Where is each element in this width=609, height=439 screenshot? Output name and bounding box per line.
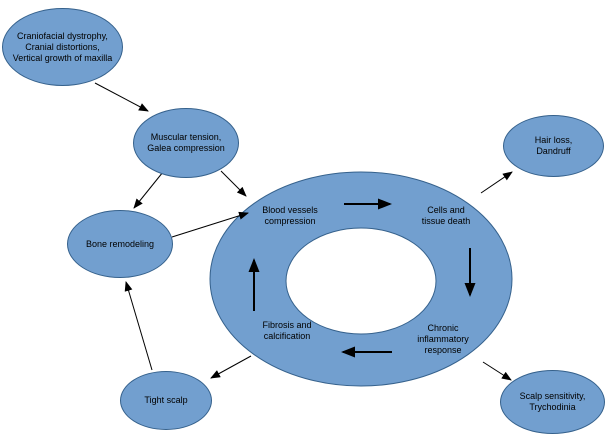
node-hair-loss: Hair loss, Dandruff	[503, 115, 604, 177]
cycle-label-chronic-inflammatory-response: Chronic inflammatory response	[393, 321, 493, 357]
node-bone-label: Bone remodeling	[85, 238, 155, 249]
node-tight-scalp: Tight scalp	[120, 371, 212, 430]
cycle-blood-label: Blood vessels compression	[262, 205, 318, 226]
node-scalp-sensitivity-label: Scalp sensitivity, Trychodinia	[519, 391, 586, 412]
cycle-label-cells-tissue-death: Cells and tissue death	[396, 204, 496, 228]
cycle-fibrosis-label: Fibrosis and calcification	[262, 320, 312, 341]
arrow-cycle-to-hair-loss	[480, 171, 513, 194]
arrow-craniofacial-to-muscular	[94, 82, 149, 112]
arrow-tight-scalp-to-bone	[124, 281, 153, 371]
arrow-bone-to-cycle	[171, 211, 249, 238]
node-tight-scalp-label: Tight scalp	[144, 395, 188, 405]
cycle-label-blood-vessels-compression: Blood vessels compression	[240, 204, 340, 228]
arrow-muscular-to-bone	[133, 171, 164, 209]
node-muscular-label: Muscular tension, Galea compression	[147, 132, 225, 153]
arrow-cycle-to-scalp-sensitivity	[482, 361, 512, 381]
arrow-fibrosis-to-tight-scalp	[210, 355, 252, 379]
arrow-muscular-to-cycle	[220, 170, 247, 197]
node-muscular-tension: Muscular tension, Galea compression	[133, 108, 239, 178]
node-craniofacial-label: Craniofacial dystrophy, Cranial distorti…	[12, 30, 113, 63]
cycle-label-fibrosis-calcification: Fibrosis and calcification	[237, 319, 337, 343]
node-hair-loss-label: Hair loss, Dandruff	[534, 135, 573, 156]
cycle-cells-label: Cells and tissue death	[421, 205, 471, 226]
node-scalp-sensitivity: Scalp sensitivity, Trychodinia	[500, 370, 605, 434]
cycle-inflammatory-label: Chronic inflammatory response	[417, 322, 469, 355]
node-bone-remodeling: Bone remodeling	[67, 210, 173, 278]
node-craniofacial-dystrophy: Craniofacial dystrophy, Cranial distorti…	[2, 8, 123, 86]
